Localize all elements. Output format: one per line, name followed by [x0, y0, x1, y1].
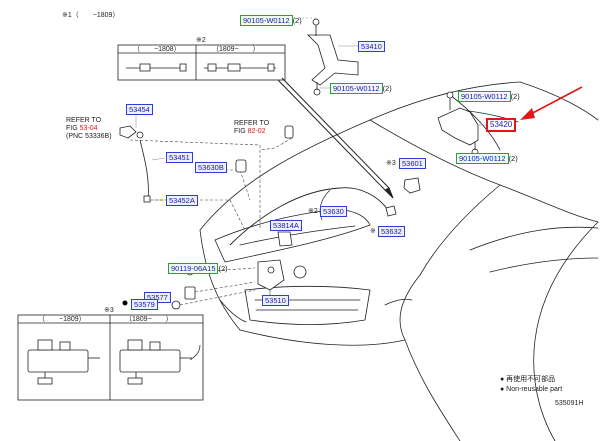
variant-box-top-frame [117, 44, 286, 81]
hood-stay-left [119, 125, 151, 203]
bolt-qty-2: (2) [382, 84, 392, 93]
non-reusable-dot [122, 300, 128, 306]
hood-bumper-part [403, 177, 421, 194]
variant-bottom-left-label: （ −1809） [38, 316, 86, 323]
hood-switch [171, 286, 196, 310]
bolt-number-1[interactable]: 90105-W0112 [240, 15, 293, 26]
ref1-line2: FIG 53-04 [66, 125, 98, 133]
bolt-number-5[interactable]: 90119-06A15 [168, 263, 219, 274]
part-label-53579[interactable]: 53579 [131, 299, 158, 310]
ref2-link[interactable]: 82-02 [247, 128, 266, 135]
part-label-53410[interactable]: 53410 [358, 41, 385, 52]
hood-center-crease [369, 119, 599, 223]
bolt-qty-5: (2) [218, 264, 228, 273]
bolt-label-1[interactable]: 90105-W0112(2) [240, 15, 302, 26]
legend-en: ● Non-reusable part [500, 386, 563, 393]
hood-release-cable [229, 187, 389, 246]
headlight [214, 209, 371, 263]
mark-53630: ※2 [308, 208, 318, 215]
side-body-line-2 [489, 257, 599, 273]
emblem [293, 265, 307, 279]
part-label-53630[interactable]: 53630 [320, 206, 347, 217]
bolt-label-5[interactable]: 90119-06A15(2) [168, 263, 228, 274]
fog-lamp-right [384, 298, 413, 306]
ref1-link[interactable]: 53-04 [79, 125, 98, 132]
ref2-line1: REFER TO [234, 120, 270, 127]
variant-top-left-label: （ −1808） [133, 46, 181, 53]
variant-top-right-label: （1809− ） [212, 46, 260, 53]
wheel-arch-front [404, 339, 461, 441]
ref1-fig: FIG [66, 125, 78, 132]
diagram-id: 535091H [555, 400, 584, 407]
part-label-53814a[interactable]: 53814A [270, 220, 302, 231]
front-fascia-left [199, 229, 241, 331]
variant-bottom-right-label: （1809− ） [125, 316, 173, 323]
part-label-53420-highlighted[interactable]: 53420 [486, 118, 517, 132]
part-label-53630b[interactable]: 53630B [195, 162, 227, 173]
fog-lamp-left [219, 299, 247, 323]
hood-support-rod [277, 77, 394, 199]
windshield-base [519, 81, 599, 121]
mark-53632: ※ [370, 228, 376, 235]
part-label-53451[interactable]: 53451 [166, 152, 193, 163]
part-label-53601[interactable]: 53601 [399, 158, 426, 169]
hood-hinge-lower [437, 91, 479, 156]
part-label-53632[interactable]: 53632 [378, 226, 405, 237]
cable-clip [385, 205, 397, 217]
part-label-53510[interactable]: 53510 [262, 295, 289, 306]
headlight-inner [239, 225, 356, 246]
variant-cable-left [126, 63, 187, 72]
bracket-82-02 [284, 125, 294, 139]
hood-hinge-upper [307, 18, 359, 96]
side-body-line [469, 226, 599, 251]
fender-lower [399, 274, 421, 341]
ref2-fig: FIG [234, 128, 246, 135]
part-label-53452a[interactable]: 53452A [166, 195, 198, 206]
variant-bottom-mark: ※3 [104, 307, 114, 314]
hood-lock [257, 259, 285, 291]
bolt-label-2[interactable]: 90105-W0112(2) [330, 83, 392, 94]
bolt-number-3[interactable]: 90105-W0112 [458, 91, 511, 102]
bolt-number-4[interactable]: 90105-W0112 [456, 153, 509, 164]
ref2-line2: FIG 82-02 [234, 128, 266, 136]
grille [244, 285, 371, 325]
fender-edge [419, 184, 501, 276]
legend-jp: ● 再使用不可部品 [500, 376, 556, 383]
bolt-label-3[interactable]: 90105-W0112(2) [458, 91, 520, 102]
bolt-qty-1: (2) [292, 16, 302, 25]
variant-top-mark: ※2 [196, 37, 206, 44]
ref1-pnc: (PNC 53336B) [66, 133, 112, 140]
variant-box-bottom-frame [17, 314, 204, 401]
hood-lock-cover [235, 159, 247, 173]
bolt-number-2[interactable]: 90105-W0112 [330, 83, 383, 94]
variant-switch-left [27, 339, 100, 385]
variant-cable-right [204, 63, 276, 72]
variant-switch-right [119, 339, 192, 385]
ref1-line1: REFER TO [66, 117, 102, 124]
wheel-arch-rear [533, 221, 599, 441]
lock-bracket [277, 231, 293, 247]
bolt-label-4[interactable]: 90105-W0112(2) [456, 153, 518, 164]
bolt-qty-3: (2) [510, 92, 520, 101]
mark-53601: ※3 [386, 160, 396, 167]
part-label-53454[interactable]: 53454 [126, 104, 153, 115]
highlight-arrow [520, 86, 583, 120]
bolt-qty-4: (2) [508, 154, 518, 163]
header-note: ※1（ −1809） [62, 12, 120, 19]
bumper-lower [239, 329, 406, 346]
windshield-pillar [449, 94, 501, 151]
